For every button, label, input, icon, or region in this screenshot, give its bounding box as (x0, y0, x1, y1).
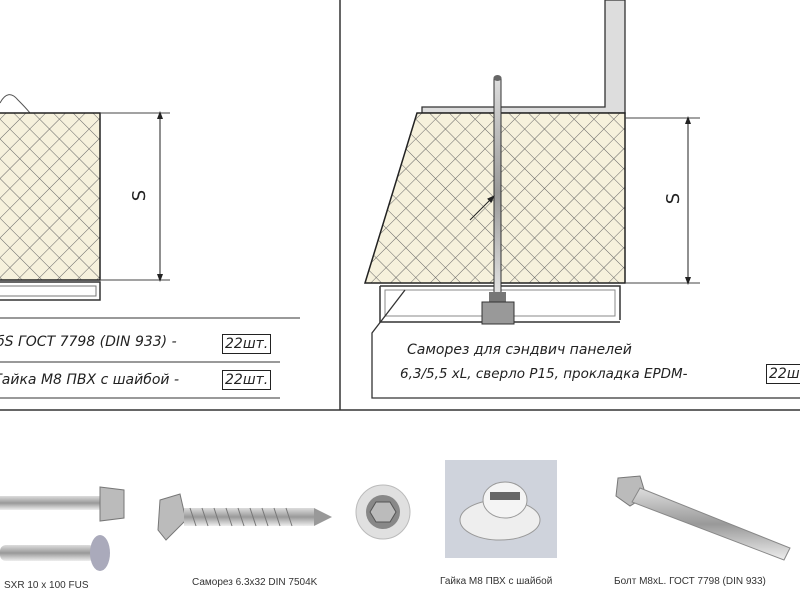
left-sandwich-panel (0, 94, 300, 399)
right-screw-spec-line2: 6,3/5,5 xL, сверло P15, прокладка EPDM- (400, 366, 688, 382)
product-label-nut: Гайка М8 ПВХ с шайбой (440, 576, 553, 587)
product-label-bolt: Болт М8xL. ГОСТ 7798 (DIN 933) (614, 576, 766, 587)
left-nut-spec: Гайка М8 ПВХ с шайбой - (0, 372, 180, 388)
product-label-screw: Саморез 6.3x32 DIN 7504K (192, 577, 318, 588)
left-nut-qty: 22шт. (222, 370, 272, 390)
right-screw-qty: 22шт. (766, 364, 800, 384)
right-screw-spec-line1: Саморез для сэндвич панелей (407, 342, 632, 358)
left-bolt-spec: бS ГОСТ 7798 (DIN 933) - (0, 334, 177, 350)
product-label-anchor: SXR 10 x 100 FUS (4, 580, 89, 591)
product-anchor-image (0, 486, 125, 571)
product-bolt-image (615, 475, 791, 561)
product-self-tapping-screw-image (157, 493, 332, 541)
right-sandwich-panel (363, 0, 800, 399)
left-bolt-qty: 22шт. (222, 334, 272, 354)
product-nut-image (355, 484, 411, 540)
left-dimension-label: S (129, 189, 151, 202)
right-dimension-label: S (663, 192, 685, 205)
product-pvc-nut-image (445, 460, 557, 558)
